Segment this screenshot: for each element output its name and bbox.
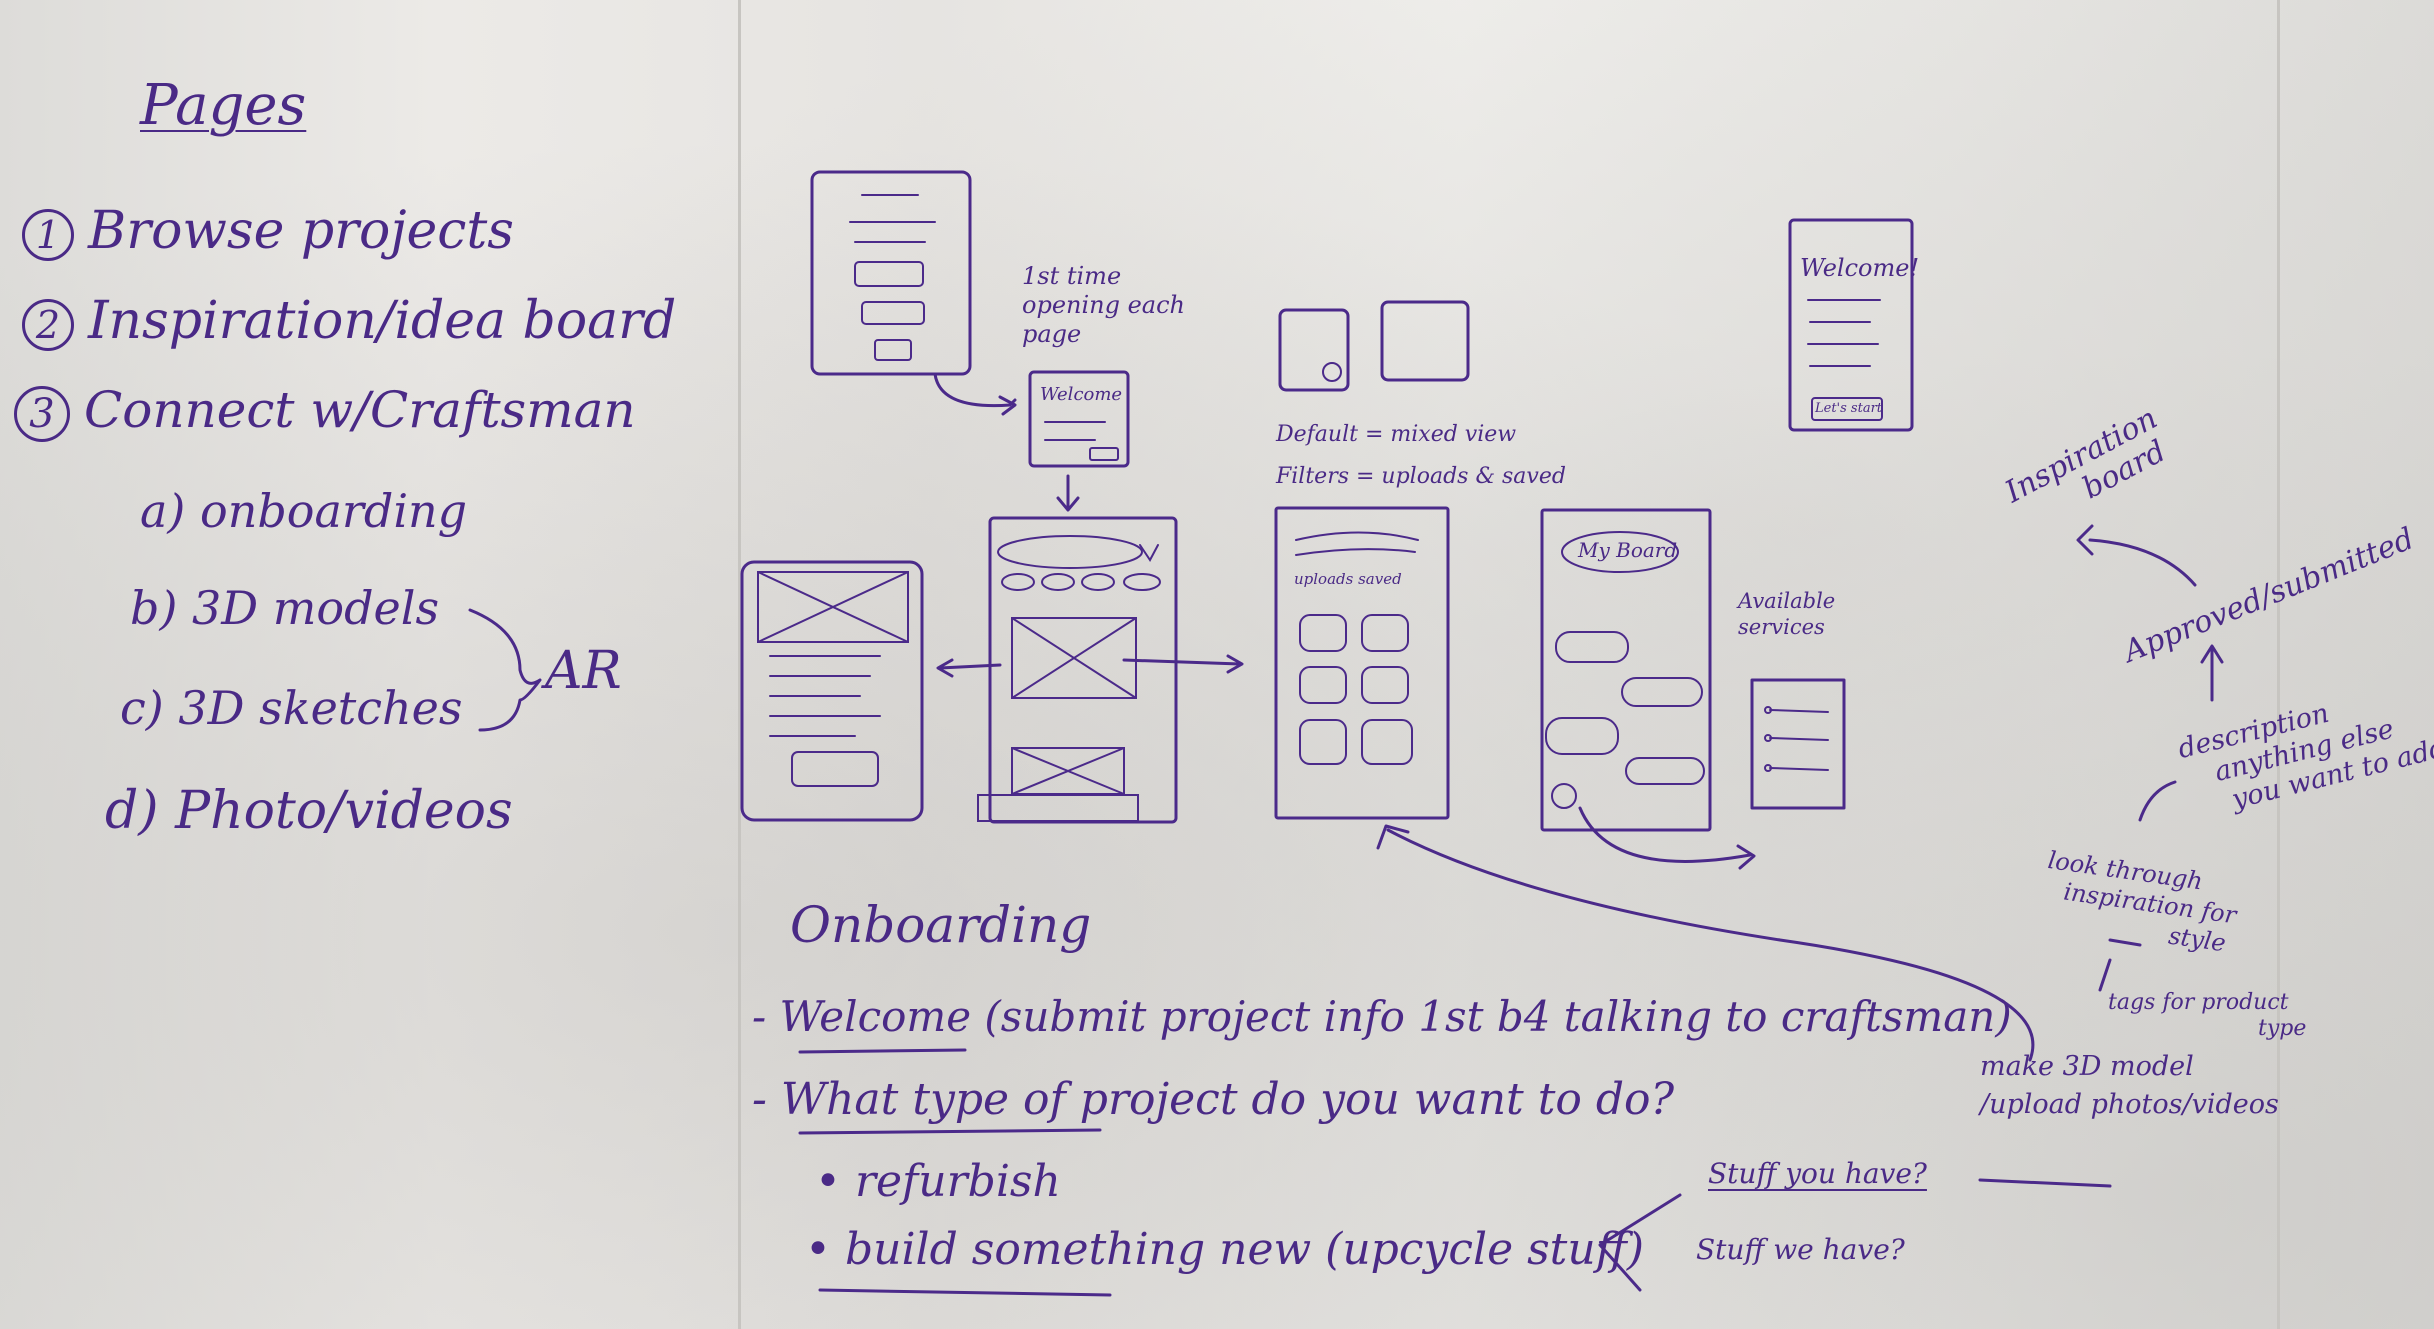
note-first-time-2: opening each <box>1022 290 1186 319</box>
my-board-label: My Board <box>1578 538 1678 562</box>
sketch-phone-intro <box>810 170 1017 416</box>
sketch-welcome-popup <box>1028 370 1130 512</box>
welcome-popup-label: Welcome <box>1040 384 1123 405</box>
note-make-3d-2: /upload photos/videos <box>1980 1088 2279 1120</box>
note-first-time-1: 1st time <box>1022 262 1122 290</box>
onboarding-line-refurbish: • refurbish <box>815 1156 1061 1207</box>
sketch-phone-detail <box>740 560 924 822</box>
note-stuff-you-have: Stuff you have? <box>1708 1157 1927 1190</box>
ar-brace <box>468 608 542 732</box>
sub-item-onboarding: a) onboarding <box>140 484 468 538</box>
note-default-view: Default = mixed view <box>1276 422 1517 447</box>
note-make-3d: make 3D model /upload photos/videos <box>1980 1048 2279 1124</box>
page-item-2-label: Inspiration/idea board <box>88 291 677 351</box>
arrow-to-inspiration <box>2088 538 2197 587</box>
page-item-1-num: 1 <box>22 209 74 261</box>
onboarding-line-project-type: - What type of project do you want to do… <box>752 1074 1675 1125</box>
available-services-2: services <box>1738 615 1825 640</box>
ar-label: AR <box>545 641 622 701</box>
arrowhead-to-approved <box>2200 644 2224 664</box>
flow-arrow-to-board <box>1386 828 2035 1062</box>
sketch-phone-welcome <box>1788 218 1914 432</box>
available-services-1: Available <box>1738 589 1836 613</box>
welcome-right-label: Welcome! <box>1800 254 1920 282</box>
project-type-underline <box>798 1128 1102 1135</box>
note-tags-1: tags for product <box>2108 990 2289 1015</box>
pages-title: Pages <box>140 73 307 138</box>
onboarding-line-build: • build something new (upcycle stuff) <box>805 1224 1645 1275</box>
sketch-phone-chat <box>1540 508 1756 870</box>
arrow-to-description <box>2138 780 2177 822</box>
tabs-label: uploads saved <box>1294 570 1402 588</box>
sketch-services-list <box>1750 678 1846 810</box>
build-underline <box>818 1288 1112 1297</box>
arrowhead-to-inspiration <box>2076 524 2094 556</box>
sketch-small-cards <box>1278 300 1470 392</box>
board-seam-right <box>2277 0 2280 1329</box>
board-seam-left <box>738 0 741 1329</box>
flow-arrowhead-to-board <box>1376 824 1410 850</box>
welcome-start-button: Let's start <box>1815 401 1883 416</box>
make-3d-underline <box>1978 1178 2112 1188</box>
sub-item-3d-models: b) 3D models <box>130 581 440 635</box>
sub-item-photo-videos: d) Photo/videos <box>105 781 513 841</box>
note-first-time-3: page <box>1022 319 1082 348</box>
sketch-phone-browse <box>936 516 1244 824</box>
note-tags-2: type <box>2258 1016 2307 1042</box>
sub-item-3d-sketches: c) 3D sketches <box>120 681 463 735</box>
note-stuff-we-have: Stuff we have? <box>1696 1233 1905 1266</box>
note-filters: Filters = uploads & saved <box>1276 464 1566 489</box>
note-make-3d-1: make 3D model <box>1980 1051 2194 1082</box>
tag-branch-lines <box>2098 938 2142 992</box>
page-item-3-label: Connect w/Craftsman <box>84 381 636 439</box>
page-item-2-num: 2 <box>22 299 74 351</box>
page-item-1-label: Browse projects <box>88 201 514 261</box>
available-services-label: Available services <box>1738 588 1835 641</box>
note-tags: tags for product type <box>2108 990 2306 1043</box>
stuff-bracket <box>1598 1193 1682 1292</box>
sketch-phone-board <box>1274 506 1450 820</box>
onboarding-title: Onboarding <box>790 896 1092 954</box>
welcome-underline <box>798 1048 967 1054</box>
page-item-3-num: 3 <box>14 386 70 442</box>
note-first-time: 1st time opening each page <box>1022 262 1185 348</box>
onboarding-line-welcome: - Welcome (submit project info 1st b4 ta… <box>752 992 2012 1041</box>
